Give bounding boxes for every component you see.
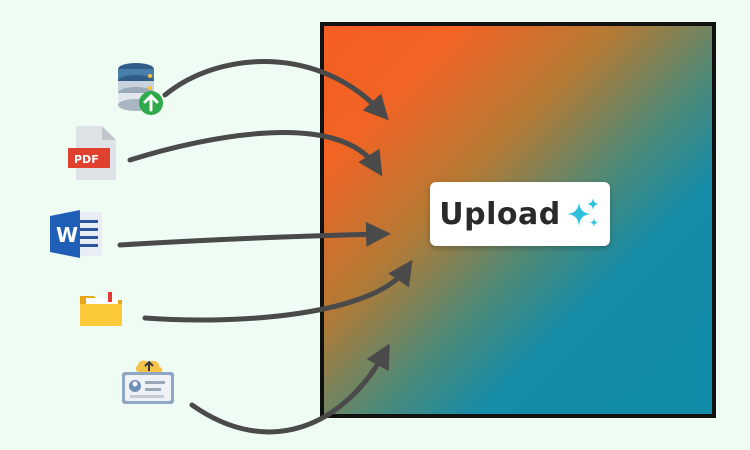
upload-button-label: Upload (439, 196, 561, 232)
arrow-database (162, 58, 389, 121)
pdf-badge: PDF (74, 153, 99, 166)
folder-icon (80, 292, 122, 326)
arrow-folder (142, 259, 413, 323)
arrow-contact (189, 343, 390, 435)
id-card-upload-icon (122, 360, 174, 404)
database-upload-icon (118, 63, 163, 115)
pdf-file-icon: PDF (68, 126, 116, 180)
word-badge: W (56, 223, 78, 247)
sparkle-icon (566, 198, 599, 227)
arrow-pdf (127, 130, 383, 177)
word-document-icon: W (50, 210, 102, 258)
arrow-word (117, 221, 391, 248)
upload-button[interactable]: Upload (430, 182, 610, 246)
